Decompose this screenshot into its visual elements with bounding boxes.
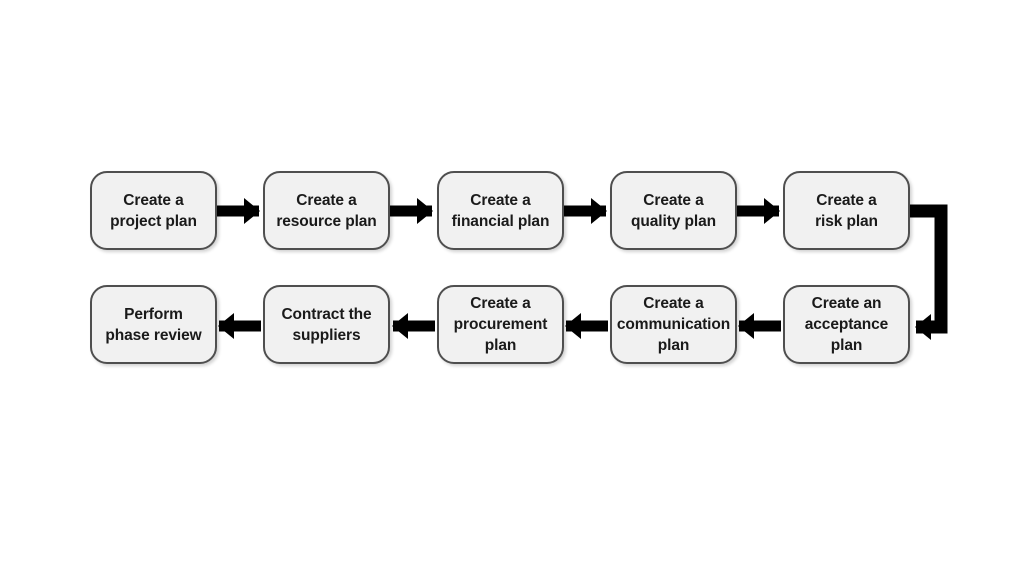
node-create-financial-plan: Create a financial plan xyxy=(437,171,564,250)
node-contract-the-suppliers: Contract the suppliers xyxy=(263,285,390,364)
node-label: Create a project plan xyxy=(110,191,197,230)
node-label: Create a quality plan xyxy=(631,191,716,230)
node-create-project-plan: Create a project plan xyxy=(90,171,217,250)
node-label: Create a procurement plan xyxy=(453,295,548,354)
node-label: Create a risk plan xyxy=(815,191,878,230)
node-label: Contract the suppliers xyxy=(281,305,372,344)
node-label: Perform phase review xyxy=(105,305,202,344)
node-label: Create an acceptance plan xyxy=(804,295,889,354)
node-create-quality-plan: Create a quality plan xyxy=(610,171,737,250)
node-label: Create a financial plan xyxy=(451,191,550,230)
node-label: Create a resource plan xyxy=(276,191,377,230)
node-create-resource-plan: Create a resource plan xyxy=(263,171,390,250)
arrow-risk-to-acceptance-elbow xyxy=(910,204,948,340)
node-perform-phase-review: Perform phase review xyxy=(90,285,217,364)
node-create-acceptance-plan: Create an acceptance plan xyxy=(783,285,910,364)
node-label: Create a communication plan xyxy=(616,295,731,354)
node-create-risk-plan: Create a risk plan xyxy=(783,171,910,250)
node-create-communication-plan: Create a communication plan xyxy=(610,285,737,364)
node-create-procurement-plan: Create a procurement plan xyxy=(437,285,564,364)
